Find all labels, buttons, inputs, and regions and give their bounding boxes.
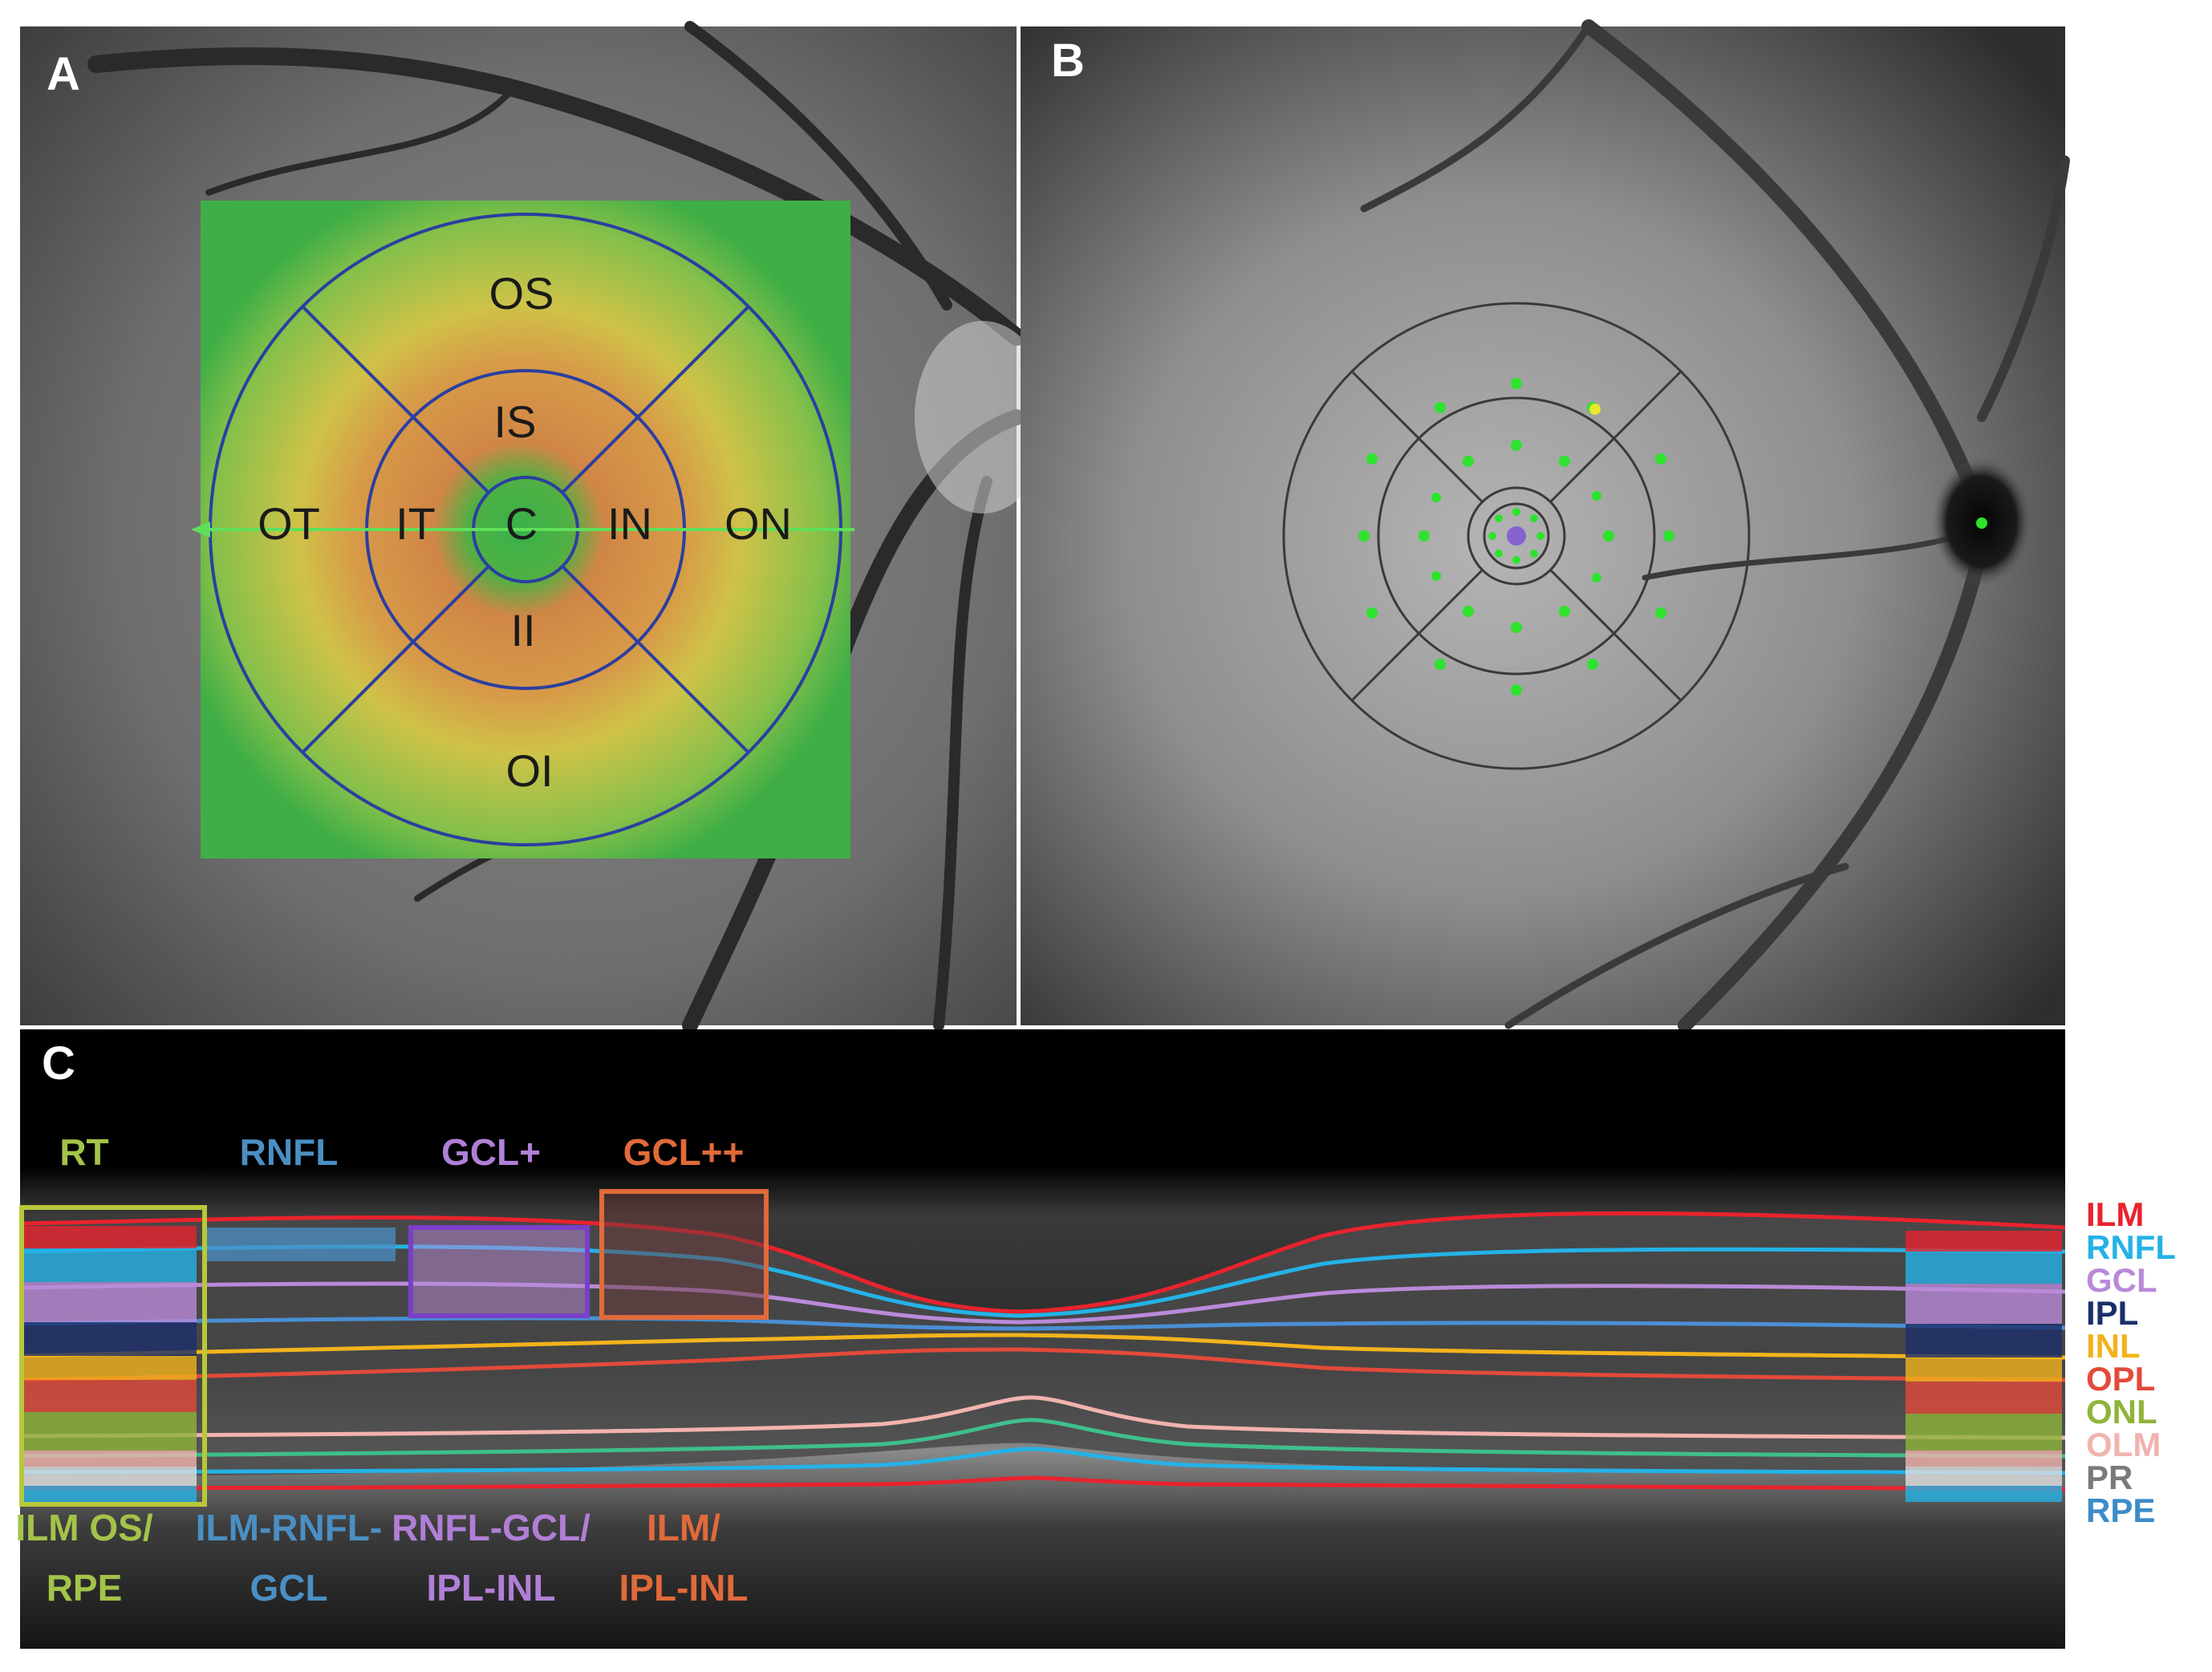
panel-label-a: A xyxy=(47,48,80,100)
panel-label-c: C xyxy=(42,1037,75,1090)
sector-ii: II xyxy=(510,605,535,655)
layer-bars-left xyxy=(24,1226,197,1502)
sector-os: OS xyxy=(489,268,554,319)
layer-legend-label: INL xyxy=(2086,1327,2141,1365)
sector-ot: OT xyxy=(258,498,320,549)
scan-arrow-icon xyxy=(191,521,210,538)
region-label-top: RNFL xyxy=(240,1131,339,1173)
sector-is: IS xyxy=(494,396,537,447)
rt-region-box xyxy=(19,1205,207,1507)
fundus-photo-b xyxy=(1021,26,2065,1025)
region-label-bottom-1: ILM-RNFL- xyxy=(196,1507,382,1548)
layer-legend-label: RNFL xyxy=(2086,1228,2176,1266)
gcl-plus-plus-region xyxy=(599,1189,769,1320)
region-label-bottom-1: RNFL-GCL/ xyxy=(392,1507,591,1548)
sector-in: IN xyxy=(607,498,652,549)
sector-c: C xyxy=(505,498,538,549)
retinal-vessels-b xyxy=(1360,19,2070,1033)
rnfl-region xyxy=(207,1228,396,1261)
region-label-bottom-1: ILM/ xyxy=(647,1507,720,1548)
region-label-top: GCL++ xyxy=(623,1131,745,1173)
region-label-top: RT xyxy=(59,1131,108,1173)
optic-disc-a xyxy=(915,321,1051,513)
region-label-bottom-2: IPL-INL xyxy=(619,1567,749,1609)
layer-legend-label: RPE xyxy=(2086,1491,2155,1529)
layer-legend-label: ONL xyxy=(2086,1393,2157,1431)
disc-marker xyxy=(1976,517,1987,529)
layer-legend-label: PR xyxy=(2086,1459,2133,1496)
sector-on: ON xyxy=(724,498,792,549)
region-label-bottom-2: IPL-INL xyxy=(427,1567,556,1609)
panel-c: C RT ILM OS/RPE RNFL ILM-RNFL- GCL GCL+ RNFL-G… xyxy=(15,1029,2066,1649)
panel-a: A OS IS OT IT C IN ON II OI xyxy=(20,21,1051,1033)
region-label-bottom-2: GCL xyxy=(250,1567,327,1609)
layer-legend-label: ILM xyxy=(2086,1195,2144,1233)
layer-legend-label: OPL xyxy=(2086,1360,2155,1398)
perimetry-points xyxy=(1358,378,1674,696)
region-labels: RT ILM OS/RPE RNFL ILM-RNFL- GCL GCL+ RNFL-GCL… xyxy=(15,1131,748,1609)
panel-b: B xyxy=(1021,19,2070,1033)
sector-it: IT xyxy=(396,498,436,549)
region-label-bottom-2: RPE xyxy=(47,1567,123,1609)
gcl-plus-region xyxy=(408,1225,590,1318)
layer-legend-label: IPL xyxy=(2086,1294,2138,1332)
layer-legend-label: GCL xyxy=(2086,1261,2157,1299)
fixation-marker xyxy=(1507,526,1526,546)
etdrs-grid-b xyxy=(1282,302,1751,770)
layer-bars-right xyxy=(1906,1231,2062,1502)
panel-label-b: B xyxy=(1051,34,1085,87)
layer-legend-label: OLM xyxy=(2086,1426,2161,1463)
perimetry-point-yellow xyxy=(1589,404,1601,415)
segmentation-lines xyxy=(19,1211,2066,1491)
region-label-bottom-1: ILM OS/ xyxy=(15,1507,152,1548)
region-label-top: GCL+ xyxy=(441,1131,541,1173)
sector-oi: OI xyxy=(505,745,553,796)
